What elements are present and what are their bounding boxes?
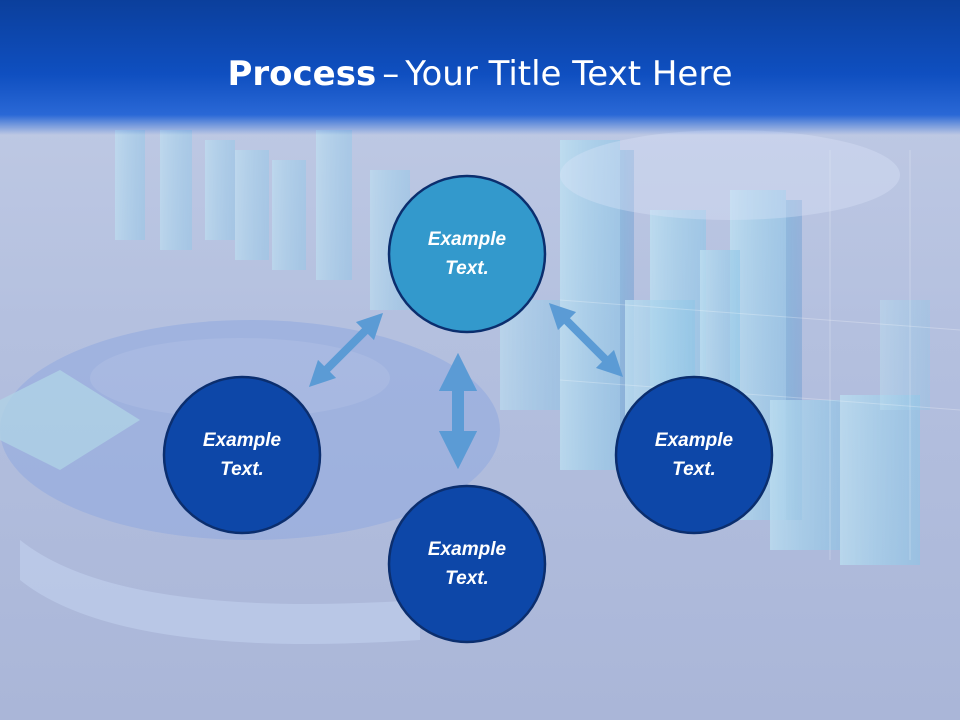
node-right-circle[interactable] (614, 375, 774, 535)
node-left-circle[interactable] (162, 375, 322, 535)
title-bold-part: Process (227, 54, 377, 94)
arrow-top-left (308, 312, 384, 388)
title-bar (0, 0, 960, 135)
arrow-top-right (548, 302, 624, 378)
node-top-circle[interactable] (387, 174, 547, 334)
title-rest-part: Your Title Text Here (405, 54, 733, 94)
node-bottom-circle[interactable] (387, 484, 547, 644)
slide-title[interactable]: Process–Your Title Text Here (0, 52, 960, 96)
title-separator: – (382, 54, 400, 94)
